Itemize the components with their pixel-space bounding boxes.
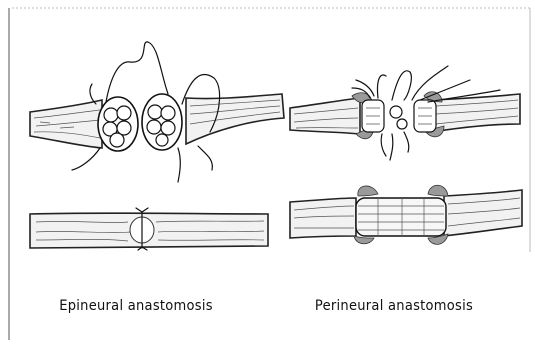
perineural-suture [381, 132, 409, 160]
fascicle [156, 134, 168, 146]
epineural-suture [106, 42, 168, 102]
caption-perineural: Perineural anastomosis [295, 298, 493, 314]
perineural-open-illustration [290, 66, 520, 160]
fascicle [161, 121, 175, 135]
perineurium-shade [428, 185, 448, 196]
perineural-suture [377, 71, 411, 100]
perineurium-shade [358, 186, 378, 196]
fascicle [147, 120, 161, 134]
epineural-closed-illustration [30, 208, 268, 250]
fascicle [397, 119, 407, 129]
left-nerve-stump [30, 100, 102, 148]
left-nerve-stump [290, 198, 356, 238]
fascicle [104, 108, 118, 122]
perineural-closed-illustration [290, 185, 522, 244]
epineural-open-illustration [30, 42, 284, 182]
epineural-suture [178, 148, 180, 182]
caption-epineural: Epineural anastomosis [37, 298, 235, 314]
right-nerve-stump [186, 94, 284, 144]
fascicle [148, 105, 162, 119]
epineural-suture [72, 148, 100, 170]
fascicle [110, 133, 124, 147]
left-nerve-stump [290, 98, 360, 134]
fascicle [390, 106, 402, 118]
right-nerve-stump [444, 190, 522, 236]
fascicle [117, 106, 131, 120]
fascicle [161, 106, 175, 120]
epineural-suture [198, 146, 212, 170]
perineurium-shade [354, 236, 374, 244]
